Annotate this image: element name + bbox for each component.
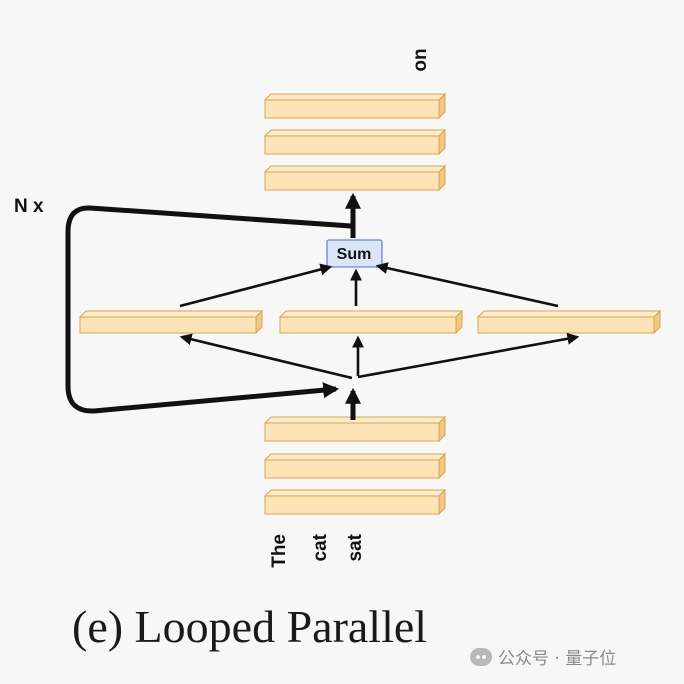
output-token-block	[263, 92, 447, 120]
input-token-label: The	[269, 534, 290, 568]
input-token-block	[263, 488, 447, 516]
loop-count-label: N x	[14, 196, 44, 217]
loop-back-arrow	[65, 205, 352, 414]
watermark: 公众号 · 量子位	[470, 644, 616, 669]
merge-arrow-left	[179, 263, 333, 308]
branch-arrow-right	[357, 332, 580, 379]
parallel-block-left	[78, 309, 264, 335]
parallel-block-right	[476, 309, 662, 335]
merge-arrow-right	[375, 262, 559, 308]
sum-label: Sum	[337, 246, 372, 263]
wechat-icon	[470, 647, 492, 666]
output-token-label: on	[410, 48, 431, 71]
input-token-block	[263, 415, 447, 443]
input-token-block	[263, 452, 447, 480]
output-token-block	[263, 164, 447, 192]
parallel-block-center	[278, 309, 464, 335]
input-token-label: sat	[345, 533, 366, 561]
sum-node: Sum	[326, 239, 383, 268]
watermark-text: 公众号 · 量子位	[498, 649, 617, 669]
input-token-label: cat	[310, 533, 331, 561]
branch-arrow-left	[179, 333, 353, 380]
output-token-block	[263, 128, 447, 156]
figure-caption: (e) Looped Parallel	[72, 601, 428, 652]
